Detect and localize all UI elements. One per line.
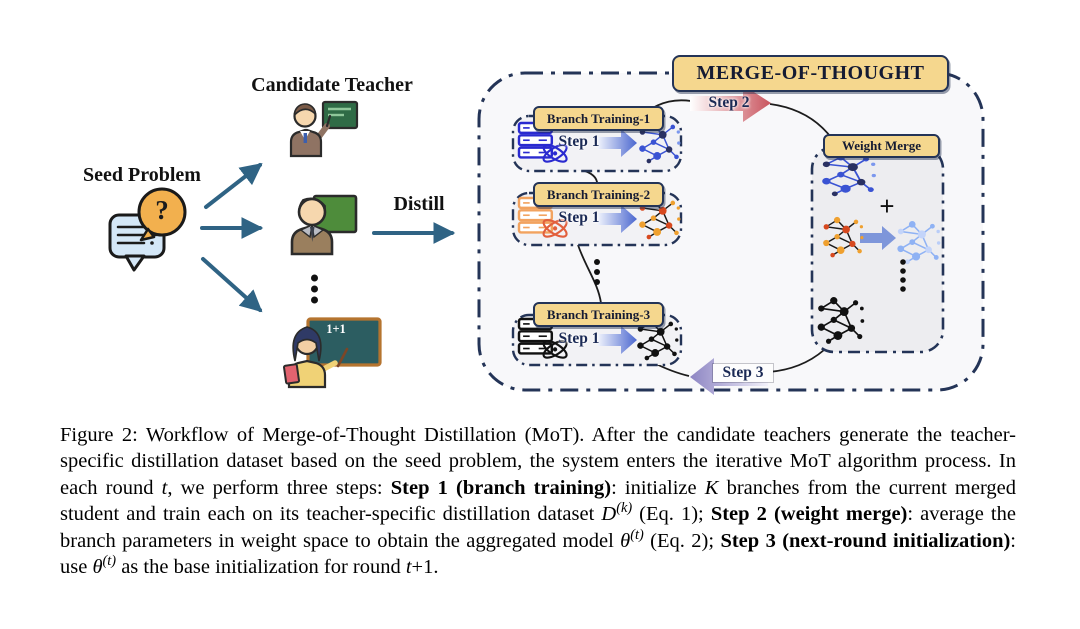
- teachers-ellipsis: [311, 274, 318, 304]
- step1-arrow-branch2: [598, 205, 637, 233]
- plus-sign: +: [879, 191, 895, 221]
- seed-to-teacher-arrow-3: [201, 257, 263, 313]
- step1-label-branch3: Step 1: [558, 330, 600, 347]
- branch-training-2-label: Branch Training-2: [533, 182, 664, 207]
- question-mark: ?: [155, 195, 169, 225]
- branch-training-1-label: Branch Training-1: [533, 106, 664, 131]
- caption-step1-bold: Step 1 (branch training): [390, 476, 612, 499]
- teacher-3-icon: [282, 317, 382, 389]
- caption-theta-symbol: θ: [620, 529, 631, 552]
- step1-label-branch1: Step 1: [558, 133, 600, 150]
- seed-to-teacher-arrow-1: [204, 162, 263, 209]
- branches-ellipsis: [594, 259, 600, 285]
- caption-text: Figure 2: Workflow of Merge-of-Thought D…: [60, 423, 1016, 499]
- step1-arrow-branch3: [598, 326, 637, 354]
- step2-arrow: [690, 85, 771, 122]
- step1-arrow-branch1: [598, 129, 637, 157]
- distill-label: Distill: [393, 193, 445, 215]
- figure-caption: Figure 2: Workflow of Merge-of-Thought D…: [60, 423, 1017, 579]
- caption-step3-bold: Step 3 (next-round initialization): [720, 529, 1011, 552]
- caption-dataset-symbol: D: [601, 503, 617, 526]
- seed-problem-icon: [108, 187, 187, 272]
- candidate-teacher-label: Candidate Teacher: [251, 74, 413, 96]
- teacher-1-icon: [289, 100, 359, 158]
- merge-ellipsis: [900, 259, 906, 292]
- weight-merge-label: Weight Merge: [823, 134, 940, 158]
- step2-label: Step 2: [708, 94, 750, 111]
- seed-problem-label: Seed Problem: [83, 164, 201, 186]
- chalkboard-text: 1+1: [326, 322, 346, 336]
- branch-training-3-label: Branch Training-3: [533, 302, 664, 327]
- caption-step2-bold: Step 2 (weight merge): [710, 503, 908, 526]
- step3-label: Step 3: [713, 364, 773, 382]
- weight-merge-box: [810, 145, 945, 354]
- merge-arrow: [860, 226, 896, 250]
- mot-title: MERGE-OF-THOUGHT: [672, 55, 949, 92]
- teacher-2-icon: [290, 194, 358, 256]
- seed-to-teacher-arrows: [200, 162, 264, 313]
- step1-label-branch2: Step 1: [558, 209, 600, 226]
